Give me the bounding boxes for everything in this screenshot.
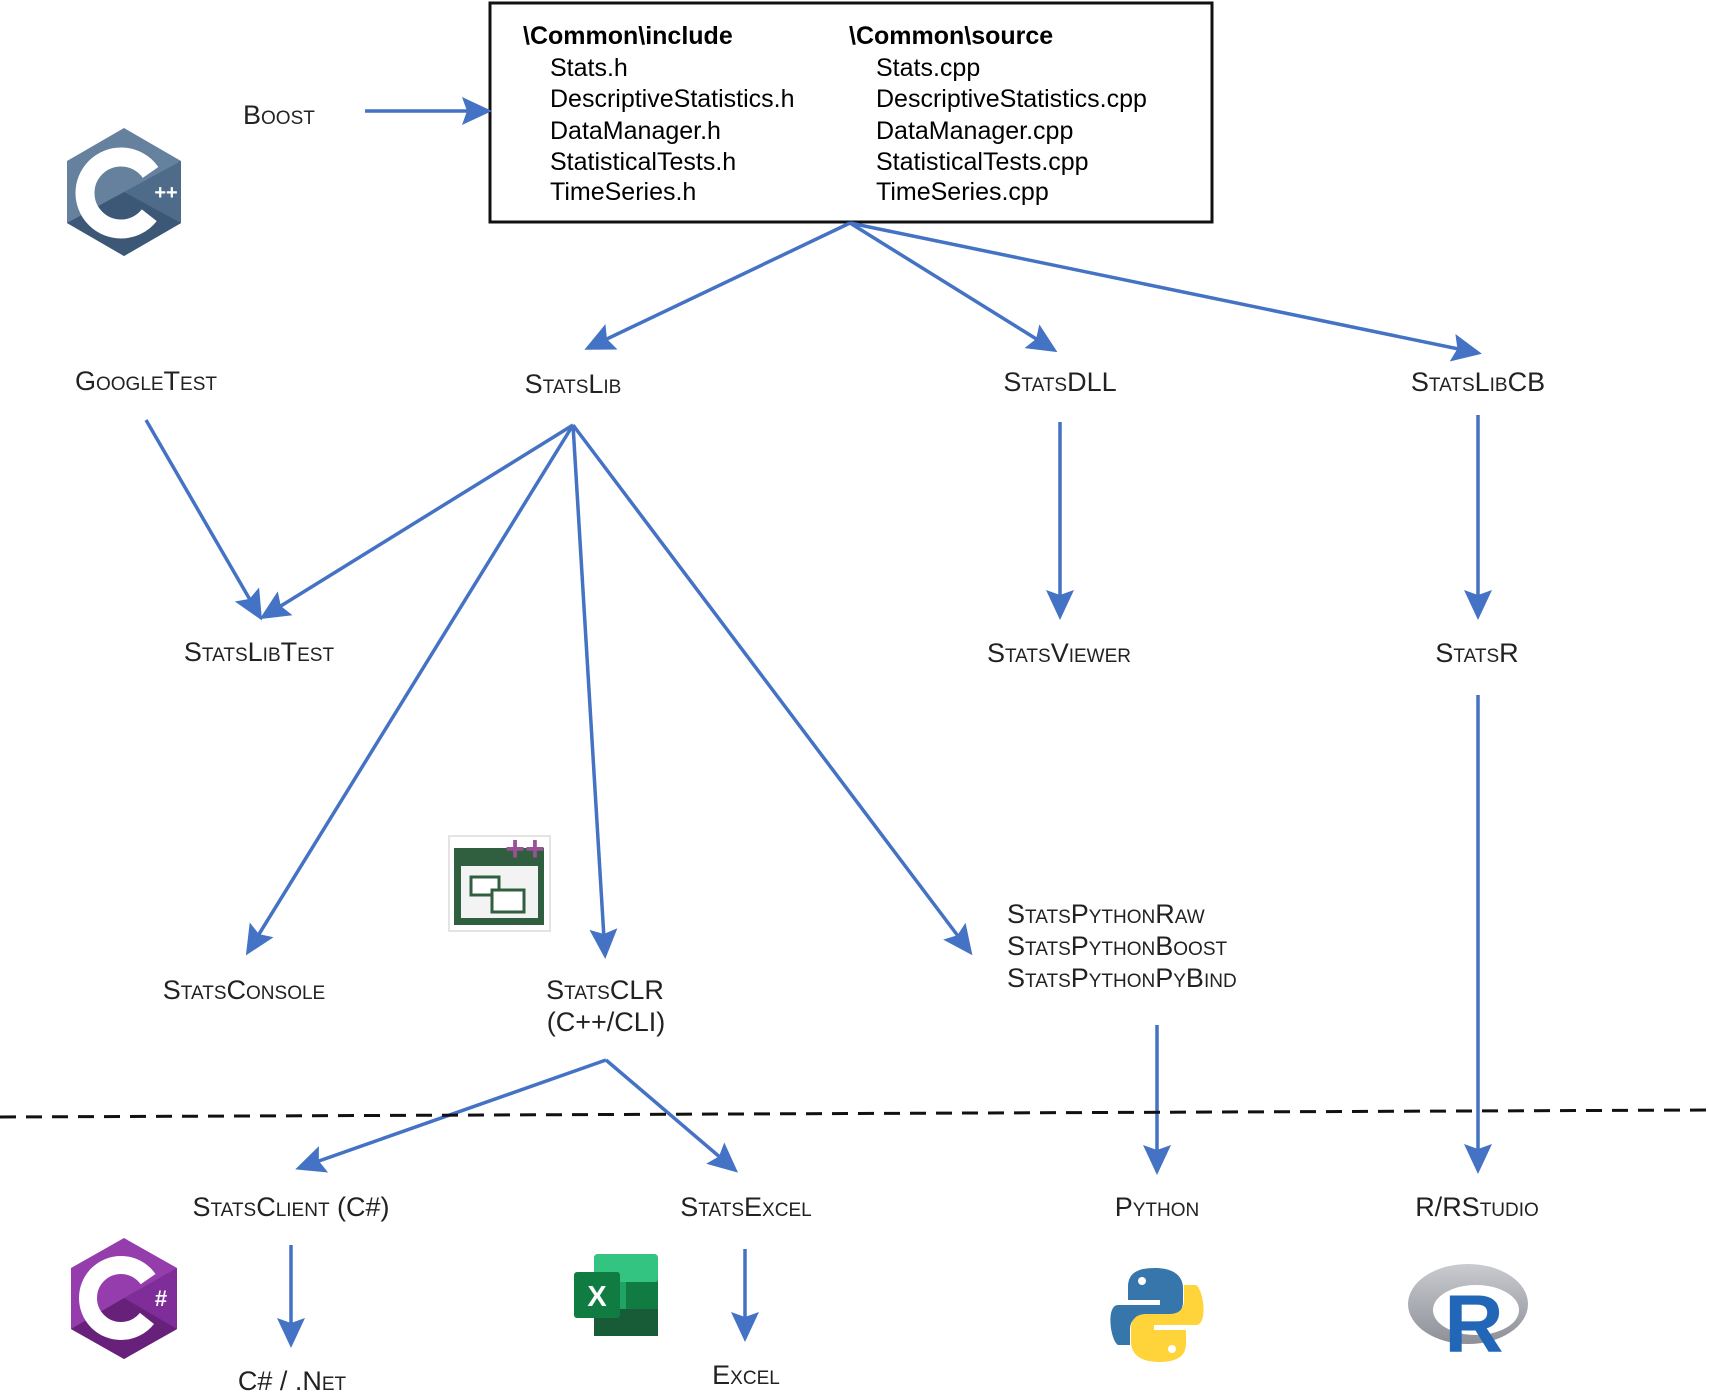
node-statsviewer: StatsViewer [987,638,1131,668]
dependency-arrows [144,97,1492,1348]
source-file: TimeSeries.cpp [876,178,1049,206]
node-statsr: StatsR [1435,638,1518,668]
node-statslib: StatsLib [525,369,622,399]
node-statsclr: StatsCLR [546,975,664,1005]
cpp-cli-project-icon: ++ [448,830,551,932]
r-logo-icon: R [1408,1264,1528,1370]
node-statsdll: StatsDLL [1003,367,1116,397]
include-file: DescriptiveStatistics.h [550,85,795,113]
include-file: TimeSeries.h [550,178,696,206]
excel-logo-icon: X [574,1254,658,1336]
arrow-statslib-to-statsconsole [245,424,575,956]
source-file: Stats.cpp [876,54,980,82]
node-statslibtest: StatsLibTest [184,637,335,667]
arrow-statsclr-to-statsexcel [604,1058,739,1173]
r-logo-glyph: R [1444,1279,1503,1370]
csharp-logo-glyph: # [155,1286,167,1311]
cpp-cli-plus-glyph: ++ [505,830,545,868]
node-googletest: GoogleTest [75,366,217,396]
cpp-logo-glyph: ++ [154,182,177,204]
arrow-common-to-statslib [584,221,851,350]
node-statsconsole: StatsConsole [163,975,325,1005]
common-files-box-border [488,1,1214,224]
python-logo-icon [1110,1268,1204,1362]
include-file: DataManager.h [550,117,721,145]
node-python: Python [1115,1192,1200,1222]
node-statsclient: StatsClient (C#) [192,1192,389,1222]
arrow-googletest-to-statslibtest [144,419,263,621]
node-rstudio: R/RStudio [1415,1192,1539,1222]
node-statslibcb: StatsLibCB [1411,367,1545,397]
source-folder-title: \Common\source [849,22,1053,50]
node-statspythonboost: StatsPythonBoost [1007,931,1227,961]
node-statsclr-subtitle: (C++/CLI) [547,1007,666,1037]
arrow-statslib-to-statslibtest [259,423,574,620]
node-boost: Boost [243,100,315,130]
excel-logo-glyph: X [587,1281,607,1313]
include-folder-title: \Common\include [523,22,733,50]
include-file: StatisticalTests.h [550,148,736,176]
source-file: StatisticalTests.cpp [876,148,1089,176]
arrow-statslib-to-statsclr [571,424,618,959]
node-statsexcel: StatsExcel [680,1192,811,1222]
boundary-divider [0,1108,1709,1119]
arrow-statslib-to-statspython [571,423,973,956]
cpp-logo-icon: ++ [67,128,181,256]
common-files-box: \Common\include Stats.h DescriptiveStati… [488,1,1214,224]
arrow-common-to-statslibcb [849,221,1482,362]
source-file: DescriptiveStatistics.cpp [876,85,1147,113]
node-csharp-net: C# / .Net [238,1366,347,1396]
include-file: Stats.h [550,54,628,82]
csharp-logo-icon: # [71,1238,177,1359]
arrow-common-to-statsdll [849,221,1058,353]
node-excel: Excel [712,1360,780,1390]
source-file: DataManager.cpp [876,117,1073,145]
node-statspythonraw: StatsPythonRaw [1007,899,1205,929]
node-statspythonpybind: StatsPythonPyBind [1007,963,1237,993]
